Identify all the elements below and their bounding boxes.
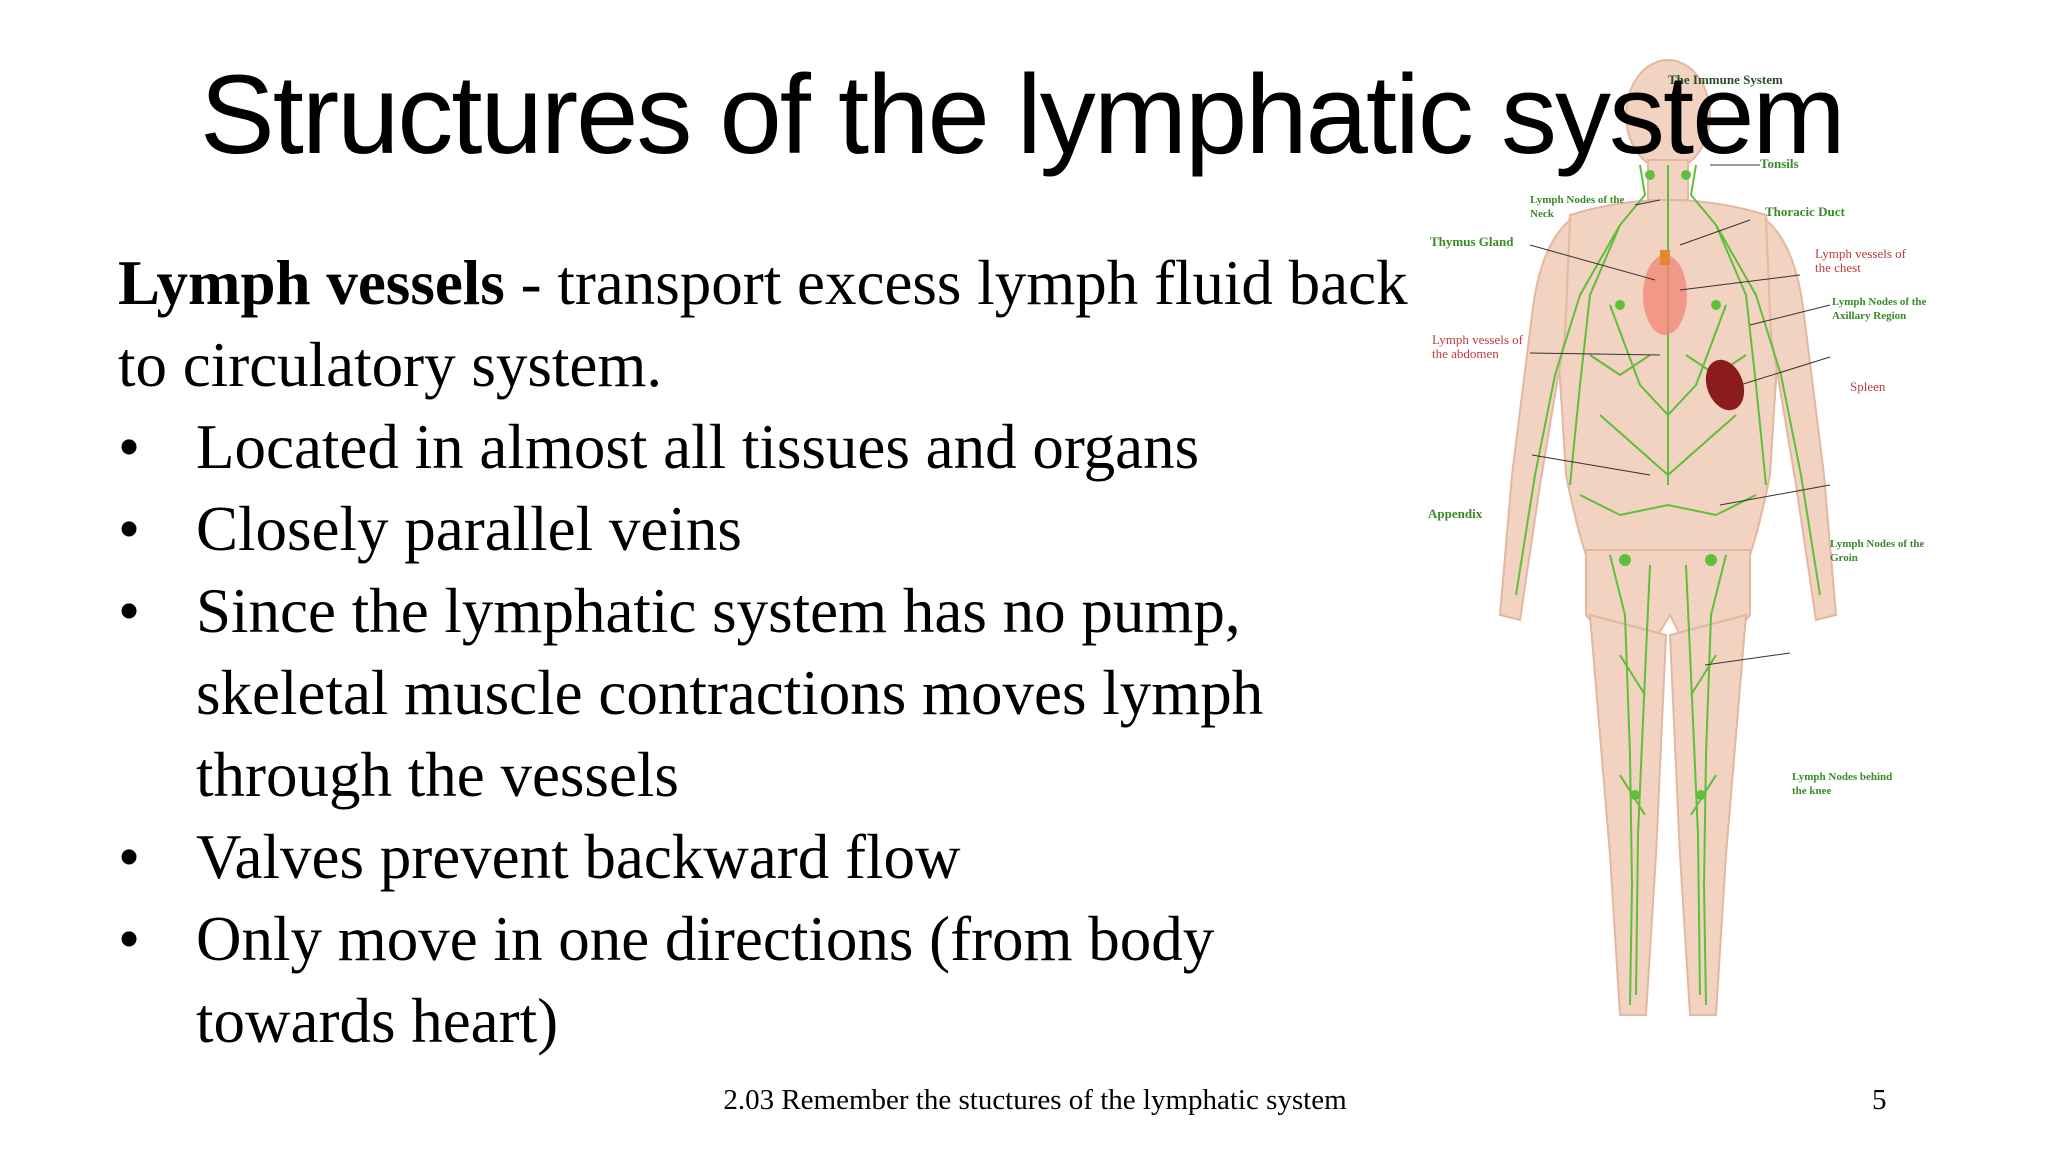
lymphatic-system-diagram: The Immune System Tonsils Lymph Nodes of… [1420,55,1940,1080]
label-vessels-chest: Lymph vessels of the chest [1815,246,1906,275]
label-nodes-knee: Lymph Nodes behind the knee [1792,771,1893,797]
label-nodes-axillary: Lymph Nodes of the Axillary Region [1832,296,1927,322]
bullet-dot: • [118,822,141,892]
lead-description: - transport excess lymph fluid back to c… [118,248,1408,400]
label-thymus: Thymus Gland [1430,234,1514,249]
bullet-dot: • [118,904,141,974]
label-spleen: Spleen [1850,379,1886,394]
bullet-item: • Valves prevent backward flow [118,816,1408,898]
label-appendix: Appendix [1428,506,1483,521]
body-illustration [1498,59,1838,1016]
bullet-item: • Since the lymphatic system has no pump,… [118,570,1408,816]
slide-footer: 2.03 Remember the stuctures of the lymph… [723,1084,1347,1116]
label-tonsils: Tonsils [1760,156,1799,171]
lead-term: Lymph vessels [118,248,505,318]
bullet-text: Only move in one directions (from body t… [196,904,1215,1056]
bullet-dot: • [118,412,141,482]
label-nodes-neck: Lymph Nodes of the Neck [1530,194,1625,220]
bullet-text: Valves prevent backward flow [196,822,961,892]
bullet-item: • Only move in one directions (from body … [118,898,1408,1062]
bullet-dot: • [118,494,141,564]
bullet-list: • Located in almost all tissues and organ… [118,406,1408,1062]
slide-body: Lymph vessels - transport excess lymph f… [118,242,1408,1062]
bullet-item: • Closely parallel veins [118,488,1408,570]
slide-title: Structures of the lymphatic system [200,52,1846,177]
lead-paragraph: Lymph vessels - transport excess lymph f… [118,242,1408,406]
label-nodes-groin: Lymph Nodes of the Groin [1830,538,1925,564]
bullet-text: Closely parallel veins [196,494,742,564]
label-thoracic-duct: Thoracic Duct [1765,204,1845,219]
bullet-item: • Located in almost all tissues and organ… [118,406,1408,488]
bullet-dot: • [118,576,141,646]
bullet-text: Located in almost all tissues and organs [196,412,1200,482]
figure-caption: The Immune System [1668,72,1783,87]
label-vessels-abdomen: Lymph vessels of the abdomen [1432,332,1523,361]
page-number: 5 [1872,1084,1887,1116]
bullet-text: Since the lymphatic system has no pump, … [196,576,1264,810]
